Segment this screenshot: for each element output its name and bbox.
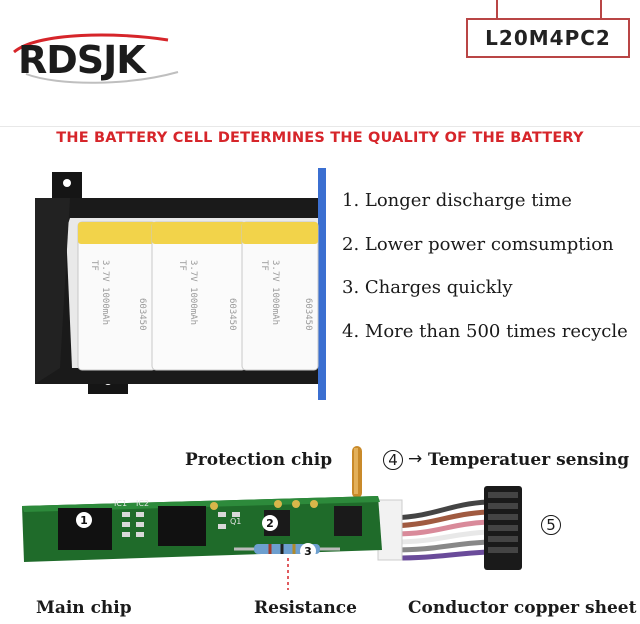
cell-2-spec: 3.7V 1000mAh — [188, 260, 198, 325]
cell-1-brand: TF — [89, 260, 99, 271]
cell — [77, 221, 157, 371]
protection-chip-label: Protection chip — [185, 450, 333, 470]
model-code: L20M4PC2 — [466, 18, 630, 58]
marker-5: 5 — [541, 515, 561, 535]
feature-item: 2. Lower power comsumption — [342, 233, 614, 255]
feature-item: 1. Longer discharge time — [342, 190, 572, 211]
divider — [0, 126, 640, 127]
conductor-copper-sheet-label: Conductor copper sheet — [408, 598, 637, 618]
marker-1: 1 — [80, 514, 88, 527]
cell-3-brand: TF — [259, 260, 269, 271]
silkscreen-ic1: IC1 — [114, 499, 127, 508]
cell — [241, 221, 319, 371]
brand-logo-text: RDSJK — [18, 38, 146, 82]
cell-1-spec: 3.7V 1000mAh — [100, 260, 110, 325]
battery-pack-illustration: TF 3.7V 1000mAh 603450 TF 3.7V 1000mAh 6… — [35, 168, 326, 400]
pcb-illustration: IC1 IC2 Q1 1 2 3 — [22, 446, 522, 590]
headline: THE BATTERY CELL DETERMINES THE QUALITY … — [56, 130, 584, 146]
marker-2: 2 — [266, 517, 274, 530]
marker-4: 4 — [383, 450, 403, 470]
main-chip-label: Main chip — [36, 598, 132, 618]
arrow-icon: → — [408, 449, 423, 469]
cell-3-model: 603450 — [303, 298, 313, 331]
model-box-frame — [600, 0, 602, 18]
cell-3-spec: 3.7V 1000mAh — [270, 260, 280, 325]
silkscreen-q1: Q1 — [230, 517, 241, 526]
cell — [151, 221, 247, 371]
feature-item: 4. More than 500 times recycle — [342, 320, 628, 342]
silkscreen-ic2: IC2 — [136, 499, 149, 508]
blue-divider — [318, 168, 326, 400]
resistance-label: Resistance — [254, 598, 357, 618]
cell-2-model: 603450 — [227, 298, 237, 331]
feature-item: 3. Charges quickly — [342, 277, 513, 298]
feature-list: 1. Longer discharge time 2. Lower power … — [342, 186, 640, 360]
cell-2-brand: TF — [177, 260, 187, 271]
cell-1-model: 603450 — [137, 298, 147, 331]
model-box-frame — [496, 0, 498, 18]
brand-logo-graphic — [13, 33, 179, 84]
brand-logo: RDSJK — [8, 30, 183, 90]
temperature-sensing-label: Temperatuer sensing — [428, 450, 630, 470]
marker-3: 3 — [304, 545, 312, 558]
